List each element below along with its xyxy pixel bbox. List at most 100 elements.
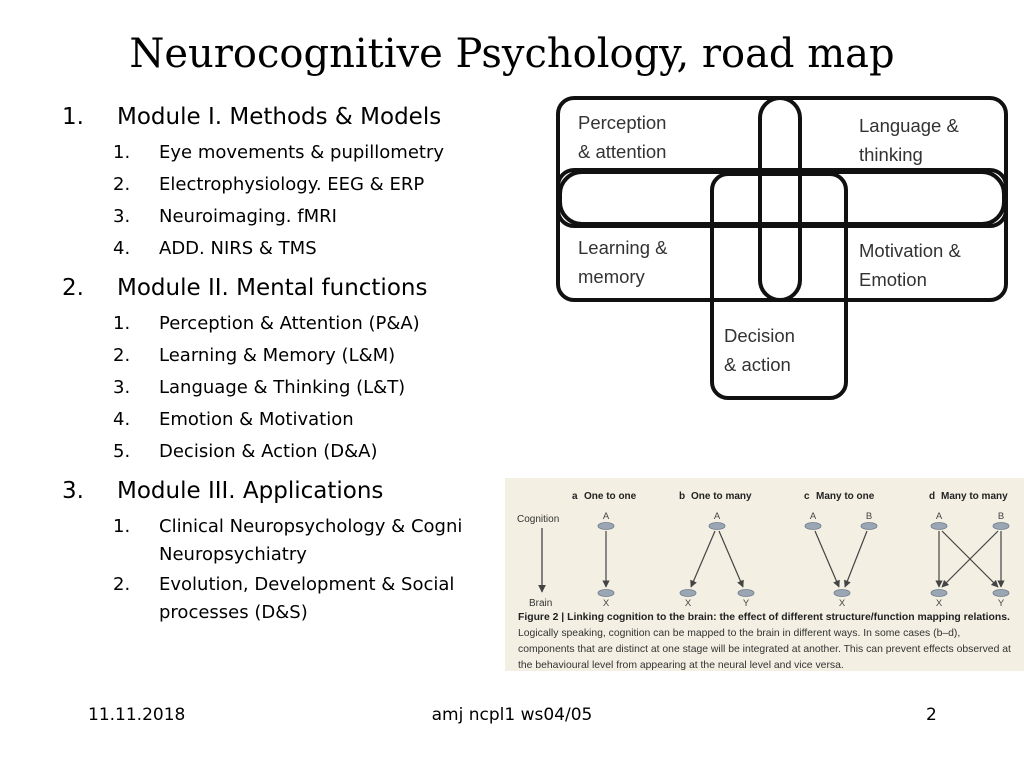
c-arrow-a — [814, 530, 840, 588]
module-number: 3. — [62, 478, 84, 504]
d-arrow-bx — [941, 530, 999, 588]
b-node-a-label: A — [714, 511, 721, 522]
d-node-y — [992, 589, 1010, 597]
item-number: 5. — [113, 441, 131, 462]
b-arrow-y — [718, 530, 744, 588]
item-label-continued: processes (D&S) — [159, 602, 308, 623]
list-item: 5. Decision & Action (D&A) — [62, 439, 502, 471]
item-label: Neuroimaging. fMRI — [159, 206, 337, 227]
panel-a-title: One to one — [584, 491, 637, 502]
perception-label-1: Perception — [578, 112, 666, 133]
motivation-label-1: Motivation & — [859, 240, 961, 261]
c-node-x-label: X — [839, 598, 846, 609]
list-item: 4. Emotion & Motivation — [62, 407, 502, 439]
module-number: 1. — [62, 104, 84, 130]
item-label: Emotion & Motivation — [159, 409, 354, 430]
item-label-continued: Neuropsychiatry — [159, 544, 307, 565]
d-node-b — [992, 522, 1010, 530]
cognition-label: Cognition — [517, 514, 559, 525]
decision-box — [710, 172, 848, 400]
panel-d-letter: d — [929, 491, 935, 502]
b-node-y-label: Y — [743, 598, 750, 609]
item-number: 2. — [113, 174, 131, 195]
language-label-1: Language & — [859, 115, 959, 136]
brain-label: Brain — [529, 598, 552, 609]
panel-b-letter: b — [679, 491, 685, 502]
module-heading: 3. Module III. Applications — [62, 474, 502, 508]
footer-date: 11.11.2018 — [88, 705, 186, 725]
item-number: 1. — [113, 142, 131, 163]
motivation-label-2: Emotion — [859, 269, 927, 290]
item-number: 2. — [113, 345, 131, 366]
item-number: 1. — [113, 516, 131, 537]
list-item: 2. Learning & Memory (L&M) — [62, 343, 502, 375]
roadmap-diagram: Perception & attention Language & thinki… — [554, 94, 1014, 408]
learning-label-1: Learning & — [578, 237, 668, 258]
list-item: 4. ADD. NIRS & TMS — [62, 236, 502, 268]
panel-d-title: Many to many — [941, 491, 1008, 502]
c-node-x — [833, 589, 851, 597]
middle-band — [558, 170, 1006, 226]
item-label: ADD. NIRS & TMS — [159, 238, 317, 259]
list-item: 2. Evolution, Development & Social proce… — [62, 572, 502, 630]
caption-title: Figure 2 | Linking cognition to the brai… — [518, 612, 1010, 623]
item-label: Clinical Neuropsychology & Cogni — [159, 516, 463, 537]
panel-c-title: Many to one — [816, 491, 875, 502]
d-node-a-label: A — [936, 511, 943, 522]
list-item: 1. Perception & Attention (P&A) — [62, 311, 502, 343]
c-arrow-b — [844, 530, 868, 588]
panel-a-letter: a — [572, 491, 578, 502]
language-label-2: thinking — [859, 144, 923, 165]
footer-center: amj ncpl1 ws04/05 — [431, 705, 593, 725]
d-node-b-label: B — [998, 511, 1004, 522]
vertical-column — [758, 96, 802, 302]
b-node-y — [737, 589, 755, 597]
b-node-x-label: X — [685, 598, 692, 609]
a-node-a-label: A — [603, 511, 610, 522]
list-item: 3. Language & Thinking (L&T) — [62, 375, 502, 407]
item-label: Language & Thinking (L&T) — [159, 377, 406, 398]
item-number: 2. — [113, 574, 131, 595]
decision-label-1: Decision — [724, 325, 795, 346]
module-outline: 1. Module I. Methods & Models 1. Eye mov… — [62, 100, 502, 630]
item-number: 3. — [113, 206, 131, 227]
module-heading: 2. Module II. Mental functions — [62, 271, 502, 305]
c-node-b — [860, 522, 878, 530]
mapping-figure: Cognition Brain a One to one b One to ma… — [505, 478, 1024, 671]
item-label: Learning & Memory (L&M) — [159, 345, 396, 366]
page-number: 2 — [926, 705, 937, 725]
d-node-y-label: Y — [998, 598, 1005, 609]
list-item: 1. Clinical Neuropsychology & Cogni Neur… — [62, 514, 502, 572]
module-label: Module II. Mental functions — [117, 275, 428, 301]
b-node-x — [679, 589, 697, 597]
a-node-x-label: X — [603, 598, 610, 609]
c-node-b-label: B — [866, 511, 872, 522]
c-node-a — [804, 522, 822, 530]
panel-b-title: One to many — [691, 491, 752, 502]
module-heading: 1. Module I. Methods & Models — [62, 100, 502, 134]
c-node-a-label: A — [810, 511, 817, 522]
list-item: 1. Eye movements & pupillometry — [62, 140, 502, 172]
perception-label-2: & attention — [578, 141, 666, 162]
item-number: 4. — [113, 238, 131, 259]
b-arrow-x — [690, 530, 716, 588]
learning-label-2: memory — [578, 266, 646, 287]
item-label: Perception & Attention (P&A) — [159, 313, 420, 334]
module-label: Module I. Methods & Models — [117, 104, 442, 130]
d-node-x-label: X — [936, 598, 943, 609]
item-number: 4. — [113, 409, 131, 430]
decision-label-2: & action — [724, 354, 791, 375]
d-node-a — [930, 522, 948, 530]
item-number: 3. — [113, 377, 131, 398]
item-label: Decision & Action (D&A) — [159, 441, 378, 462]
list-item: 3. Neuroimaging. fMRI — [62, 204, 502, 236]
item-label: Electrophysiology. EEG & ERP — [159, 174, 425, 195]
item-label: Eye movements & pupillometry — [159, 142, 445, 163]
a-node-a — [597, 522, 615, 530]
module-label: Module III. Applications — [117, 478, 384, 504]
caption-body: Logically speaking, cognition can be map… — [518, 628, 1011, 671]
figure-caption: Figure 2 | Linking cognition to the brai… — [518, 610, 1018, 674]
module-number: 2. — [62, 275, 84, 301]
item-label: Evolution, Development & Social — [159, 574, 455, 595]
b-node-a — [708, 522, 726, 530]
